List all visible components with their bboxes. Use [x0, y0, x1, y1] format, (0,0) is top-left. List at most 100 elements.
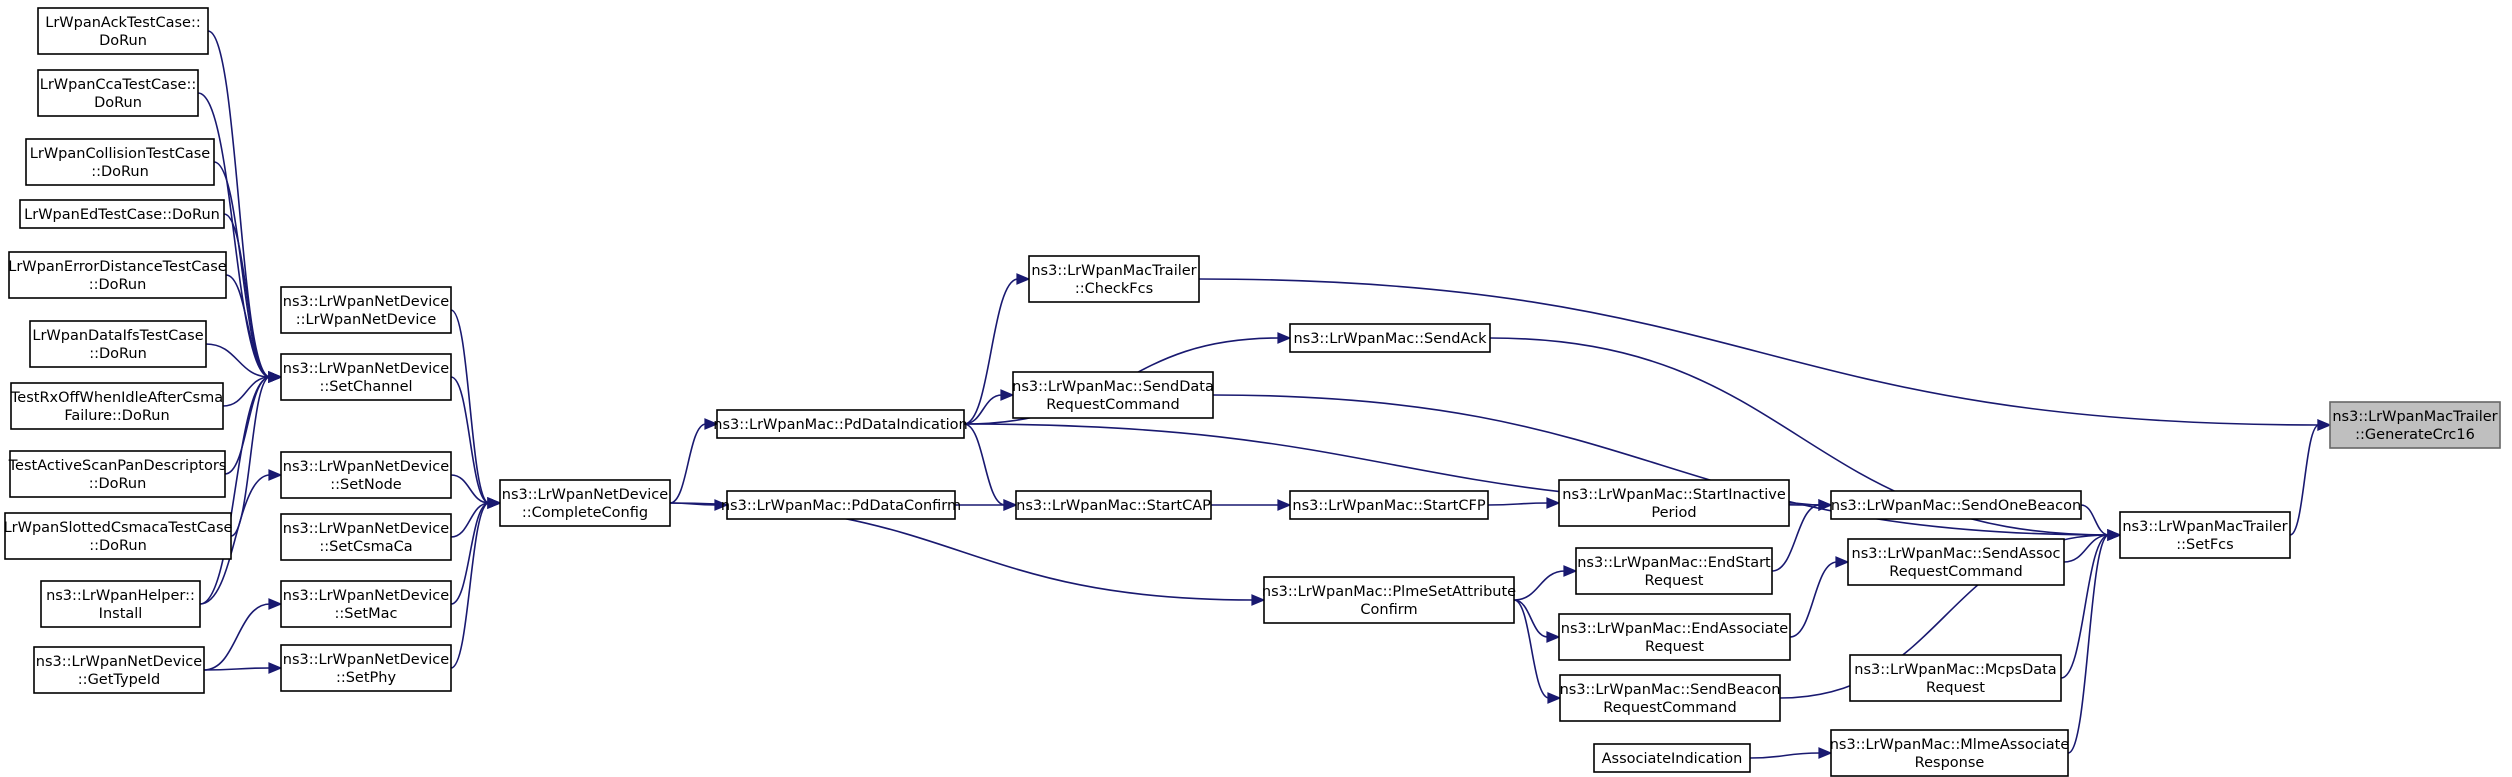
node-label-line: ::DoRun [89, 346, 147, 362]
node-label-line: ns3::LrWpanMac::PlmeSetAttribute [1262, 584, 1516, 600]
edge-setcsma-to-complete [450, 502, 490, 538]
edge-arrowhead [1277, 332, 1292, 344]
node-label-line: Request [1926, 680, 1985, 696]
graph-node-difs[interactable]: LrWpanDataIfsTestCase::DoRun [29, 320, 207, 368]
node-box [1012, 371, 1214, 419]
edge-arrowhead [1277, 499, 1292, 511]
edge-errd-to-setch [225, 274, 271, 378]
graph-node-scan[interactable]: TestActiveScanPanDescriptors::DoRun [8, 450, 227, 498]
graph-node-setch[interactable]: ns3::LrWpanNetDevice::SetChannel [280, 353, 452, 401]
edge-typeid-to-setmac [203, 603, 271, 671]
node-label-line: ns3::LrWpanMacTrailer [2332, 409, 2497, 425]
graph-node-ctor[interactable]: ns3::LrWpanNetDevice::LrWpanNetDevice [280, 286, 452, 334]
node-label-line: ::GenerateCrc16 [2355, 427, 2475, 443]
node-label-line: ::SetPhy [336, 670, 397, 686]
edge-startcfp-to-inactive [1487, 502, 1549, 506]
node-box [1593, 743, 1751, 773]
graph-node-pdind[interactable]: ns3::LrWpanMac::PdDataIndication [713, 409, 968, 439]
node-label-line: Install [99, 606, 143, 622]
node-label-line: ::DoRun [89, 277, 147, 293]
graph-node-sendack[interactable]: ns3::LrWpanMac::SendAck [1289, 323, 1491, 353]
edge-sendack-to-setfcs [1489, 337, 2110, 536]
graph-node-startcap[interactable]: ns3::LrWpanMac::StartCAP [1015, 490, 1212, 520]
graph-node-pdconf[interactable]: ns3::LrWpanMac::PdDataConfirm [721, 490, 961, 520]
graph-node-setfcs[interactable]: ns3::LrWpanMacTrailer::SetFcs [2119, 511, 2291, 559]
graph-node-ed[interactable]: LrWpanEdTestCase::DoRun [19, 199, 225, 229]
node-label-line: Response [1915, 755, 1985, 771]
node-label-line: Request [1645, 639, 1704, 655]
graph-node-checkfcs[interactable]: ns3::LrWpanMacTrailer::CheckFcs [1028, 255, 1200, 303]
node-label-line: ns3::LrWpanNetDevice [283, 588, 450, 604]
node-label-line: ns3::LrWpanMac::SendAssoc [1852, 546, 2061, 562]
graph-node-ack[interactable]: LrWpanAckTestCase::DoRun [37, 7, 209, 55]
node-box [10, 382, 224, 430]
edge-arrowhead [2317, 419, 2332, 431]
edge-arrowhead [1016, 273, 1031, 285]
edge-endassoc-to-sendassoc [1789, 561, 1838, 638]
edge-mlme-to-setfcs [2067, 534, 2110, 754]
node-label-line: Confirm [1360, 602, 1417, 618]
graph-node-helper[interactable]: ns3::LrWpanHelper::Install [40, 580, 201, 628]
node-box [280, 644, 452, 692]
node-label-line: ::GetTypeId [78, 672, 160, 688]
edge-pdind-to-checkfcs [963, 278, 1019, 425]
node-label-line: LrWpanErrorDistanceTestCase [8, 259, 227, 275]
node-box [499, 479, 671, 527]
edge-cca-to-setch [197, 92, 271, 378]
graph-node-assocind[interactable]: AssociateIndication [1593, 743, 1751, 773]
node-label-line: LrWpanDataIfsTestCase [32, 328, 203, 344]
edge-arrowhead [268, 662, 283, 674]
graph-node-complete[interactable]: ns3::LrWpanNetDevice::CompleteConfig [499, 479, 671, 527]
graph-node-setmac[interactable]: ns3::LrWpanNetDevice::SetMac [280, 580, 452, 628]
graph-node-setnode[interactable]: ns3::LrWpanNetDevice::SetNode [280, 451, 452, 499]
edge-complete-to-pdind [669, 423, 707, 504]
node-box [280, 286, 452, 334]
edge-arrowhead [1251, 594, 1266, 606]
node-box [726, 490, 956, 520]
graph-node-startcfp[interactable]: ns3::LrWpanMac::StartCFP [1289, 490, 1489, 520]
edge-setmac-to-complete [450, 502, 490, 605]
graph-node-setcsma[interactable]: ns3::LrWpanNetDevice::SetCsmaCa [280, 513, 452, 561]
edge-arrowhead [2107, 529, 2122, 541]
node-label-line: ns3::LrWpanNetDevice [283, 521, 450, 537]
edge-arrowhead [268, 469, 283, 481]
node-label-line: LrWpanSlottedCsmacaTestCase [4, 520, 233, 536]
edge-ctor-to-complete [450, 309, 490, 504]
node-label-line: LrWpanEdTestCase::DoRun [24, 207, 220, 223]
node-box [2119, 511, 2291, 559]
node-box [1575, 547, 1773, 595]
graph-node-sendonebeacon[interactable]: ns3::LrWpanMac::SendOneBeacon [1830, 490, 2082, 520]
graph-node-cca[interactable]: LrWpanCcaTestCase::DoRun [37, 69, 199, 117]
node-label-line: Failure::DoRun [64, 408, 169, 424]
node-label-line: ::CheckFcs [1075, 281, 1153, 297]
edge-scan-to-setch [224, 376, 271, 475]
node-label-line: ns3::LrWpanMac::StartInactive [1562, 487, 1786, 503]
edge-arrowhead [1000, 389, 1015, 401]
graph-node-gencrc[interactable]: ns3::LrWpanMacTrailer::GenerateCrc16 [2329, 401, 2501, 449]
graph-node-slot[interactable]: LrWpanSlottedCsmacaTestCase::DoRun [4, 512, 233, 560]
edge-arrowhead [1546, 497, 1561, 509]
graph-node-setphy[interactable]: ns3::LrWpanNetDevice::SetPhy [280, 644, 452, 692]
graph-node-typeid[interactable]: ns3::LrWpanNetDevice::GetTypeId [33, 646, 205, 694]
edge-rxoff-to-setch [222, 376, 271, 407]
edge-setnode-to-complete [450, 474, 490, 504]
edge-mcps-to-setfcs [2060, 534, 2110, 679]
node-label-line: ::SetCsmaCa [319, 539, 412, 555]
graph-node-errd[interactable]: LrWpanErrorDistanceTestCase::DoRun [8, 251, 227, 299]
node-box [280, 580, 452, 628]
node-label-line: ns3::LrWpanHelper:: [46, 588, 195, 604]
graph-node-coll[interactable]: LrWpanCollisionTestCase::DoRun [25, 138, 215, 186]
node-label-line: ns3::LrWpanMac::SendBeacon [1560, 682, 1781, 698]
edge-plme-to-endstart [1513, 570, 1566, 601]
edge-helper-to-setnode [199, 474, 271, 605]
